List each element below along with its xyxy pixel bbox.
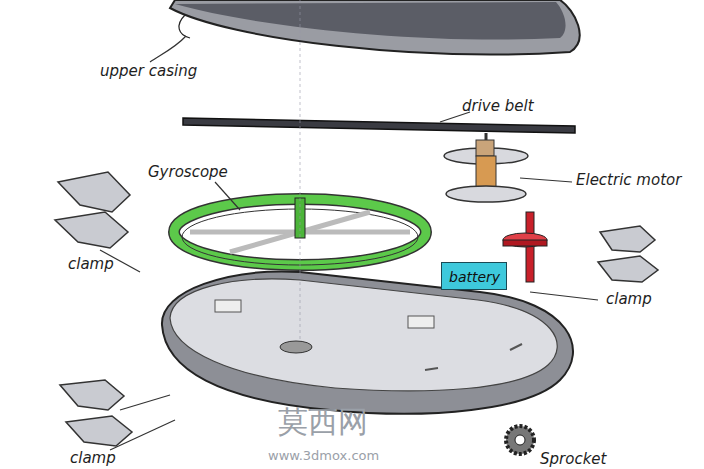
part-label: clamp	[68, 256, 114, 273]
sprocket-symbol	[506, 426, 534, 454]
part-label: Sprocket	[540, 451, 606, 468]
part-label: Electric motor	[576, 172, 686, 189]
part-label: drive belt	[462, 98, 534, 115]
gear-shaft	[503, 212, 547, 282]
part-label: Gyroscope	[148, 164, 228, 181]
watermark: 莫西网	[278, 405, 368, 438]
electric-motor	[444, 133, 528, 202]
watermark: www.3dmox.com	[268, 449, 379, 463]
upper-casing	[170, 0, 580, 54]
part-label: clamp	[70, 450, 116, 467]
lower-casing	[162, 0, 573, 414]
leader-line	[100, 36, 598, 450]
clamp-symbol	[55, 172, 658, 446]
part-label: upper casing	[100, 63, 197, 80]
node-text: battery	[449, 269, 499, 285]
part-label: clamp	[606, 291, 652, 308]
battery-box: battery	[441, 262, 507, 290]
drive-belt	[183, 118, 575, 133]
